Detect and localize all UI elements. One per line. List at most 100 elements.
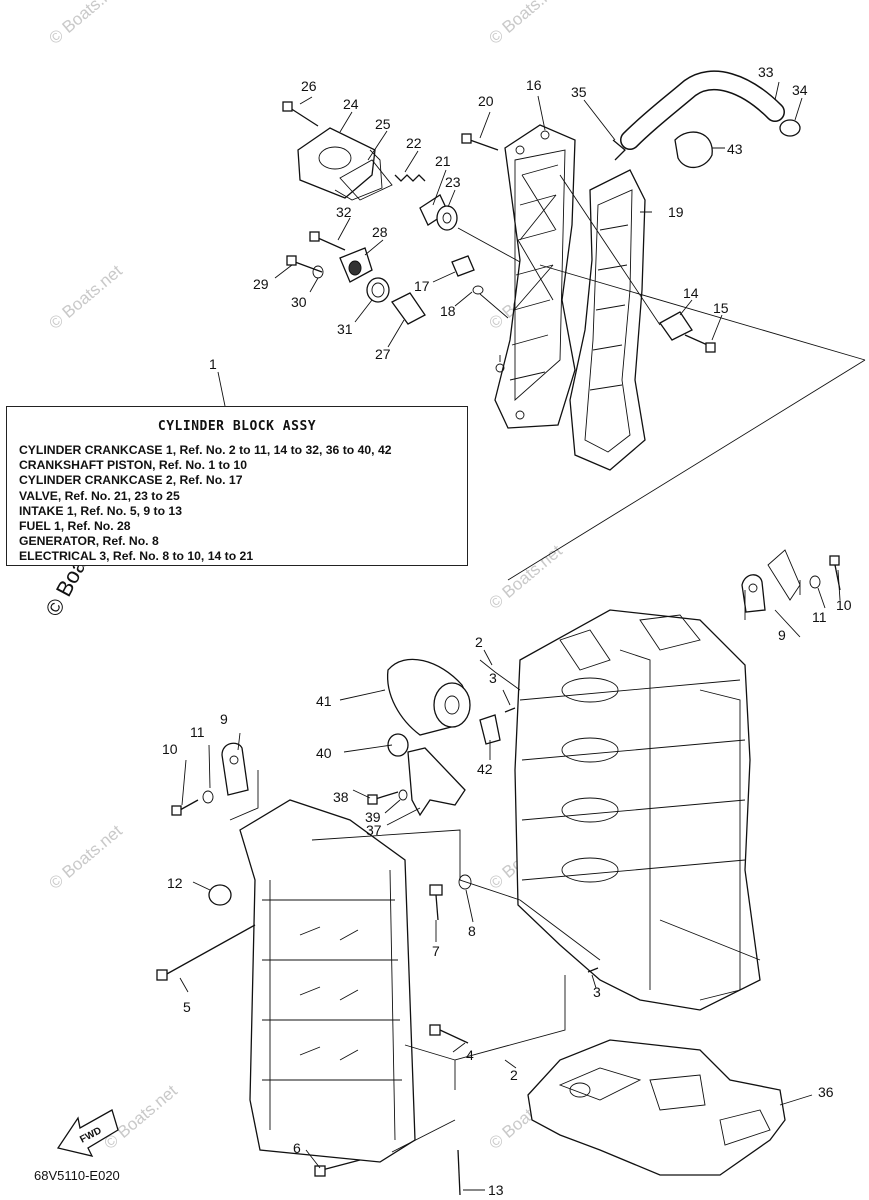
- callout-34: 34: [792, 82, 808, 98]
- washer-39: [398, 789, 408, 801]
- callout-30: 30: [291, 294, 307, 310]
- clip-34: [779, 119, 801, 137]
- bolt-7: [429, 884, 443, 921]
- stud-13: [457, 1149, 461, 1196]
- oil-filter-41: [386, 658, 471, 736]
- gasket-8: [458, 874, 472, 890]
- callout-33: 33: [758, 64, 774, 80]
- gasket-36: [527, 1039, 786, 1176]
- watermark: © Boats.net: [485, 0, 566, 48]
- seal-31: [366, 277, 390, 303]
- callout-3: 3: [489, 670, 497, 686]
- nipple-42: [479, 714, 501, 745]
- water-hose-33: [620, 70, 785, 150]
- callout-24: 24: [343, 96, 359, 112]
- bolt-15: [684, 334, 716, 353]
- dowel-pin-3: [504, 707, 599, 973]
- legend-line: CRANKSHAFT PISTON, Ref. No. 1 to 10: [19, 458, 247, 473]
- plug-17: [451, 255, 475, 277]
- callout-17: 17: [414, 278, 430, 294]
- washer-11-left: [202, 790, 214, 804]
- callout-31: 31: [337, 321, 353, 337]
- watermark: © Boats.net: [45, 821, 126, 893]
- stud-bolt-5: [156, 924, 256, 981]
- legend-title: CYLINDER BLOCK ASSY: [157, 419, 317, 434]
- callout-42: 42: [477, 761, 493, 777]
- legend-line: INTAKE 1, Ref. No. 5, 9 to 13: [19, 503, 182, 518]
- callout-4: 4: [466, 1047, 474, 1063]
- callout-6: 6: [293, 1140, 301, 1156]
- callout-10: 10: [836, 597, 852, 613]
- callout-20: 20: [478, 93, 494, 109]
- diagram-code: 68V5110-E020: [34, 1168, 120, 1183]
- callout-9: 9: [220, 711, 228, 727]
- callout-13: 13: [488, 1182, 504, 1198]
- callout-28: 28: [372, 224, 388, 240]
- callout-labels: 1 2 2 3 3 4 5 6 7 8 9 9 10 10 11 11 12 1…: [162, 64, 852, 1198]
- watermark: © Boats.net: [45, 261, 126, 333]
- callout-10: 10: [162, 741, 178, 757]
- gasket-18: [472, 285, 484, 295]
- legend-line: VALVE, Ref. No. 21, 23 to 25: [19, 488, 180, 503]
- callout-11: 11: [812, 609, 827, 625]
- fwd-arrow-icon: FWD: [56, 1109, 119, 1157]
- callout-25: 25: [375, 116, 391, 132]
- bolt-29: [286, 255, 323, 273]
- callout-22: 22: [406, 135, 422, 151]
- callout-38: 38: [333, 789, 349, 805]
- bolt-38: [367, 791, 399, 805]
- collar-27: [391, 292, 426, 325]
- callout-5: 5: [183, 999, 191, 1015]
- spring-22: [394, 174, 426, 182]
- legend-line: FUEL 1, Ref. No. 28: [19, 519, 131, 534]
- callout-32: 32: [336, 204, 352, 220]
- clamp-43: [674, 131, 713, 169]
- bolt-26: [282, 101, 319, 127]
- collar-40: [387, 733, 409, 757]
- callout-29: 29: [253, 276, 269, 292]
- legend-lines: CYLINDER CRANKCASE 1, Ref. No. 2 to 11, …: [19, 443, 461, 565]
- callout-2: 2: [475, 634, 483, 650]
- legend-line: CYLINDER CRANKCASE 2, Ref. No. 17: [19, 473, 243, 488]
- plug-12: [208, 884, 232, 906]
- callout-14: 14: [683, 285, 699, 301]
- plate-9-right: [741, 574, 766, 613]
- callout-19: 19: [668, 204, 684, 220]
- bracket-37: [407, 747, 466, 817]
- washer-11-right: [809, 575, 821, 589]
- callout-9: 9: [778, 627, 786, 643]
- callout-3: 3: [593, 984, 601, 1000]
- callout-26: 26: [301, 78, 317, 94]
- bolt-6: [314, 1159, 361, 1177]
- callout-27: 27: [375, 346, 391, 362]
- callout-21: 21: [435, 153, 451, 169]
- callout-12: 12: [167, 875, 183, 891]
- guide-lines-lower: [229, 580, 801, 1153]
- bolt-32: [309, 231, 346, 251]
- pressure-valve-28: [339, 247, 373, 283]
- exhaust-inner-cover: [494, 124, 576, 429]
- callout-40: 40: [316, 745, 332, 761]
- callout-37: 37: [366, 822, 382, 838]
- callout-23: 23: [445, 174, 461, 190]
- callout-16: 16: [526, 77, 542, 93]
- grommet-23: [436, 205, 458, 231]
- gasket-9-right: [767, 549, 801, 601]
- exhaust-outer-cover: [569, 169, 646, 471]
- callout-2: 2: [510, 1067, 518, 1083]
- crankcase-block: [514, 609, 761, 1011]
- bolt-10-left: [171, 799, 199, 816]
- legend-line: CYLINDER CRANKCASE 1, Ref. No. 2 to 11, …: [19, 443, 392, 457]
- callout-11: 11: [190, 724, 205, 740]
- legend-line: ELECTRICAL 3, Ref. No. 8 to 10, 14 to 21: [19, 549, 254, 564]
- legend-line: GENERATOR, Ref. No. 8: [19, 534, 159, 549]
- legend-box: CYLINDER BLOCK ASSY CYLINDER CRANKCASE 1…: [6, 406, 468, 566]
- callout-7: 7: [432, 943, 440, 959]
- callout-35: 35: [571, 84, 587, 100]
- callout-8: 8: [468, 923, 476, 939]
- guide-lines-upper: [457, 174, 866, 581]
- callout-18: 18: [440, 303, 456, 319]
- callout-41: 41: [316, 693, 332, 709]
- plate-9-left: [221, 742, 249, 796]
- thermostat-housing: [297, 127, 383, 201]
